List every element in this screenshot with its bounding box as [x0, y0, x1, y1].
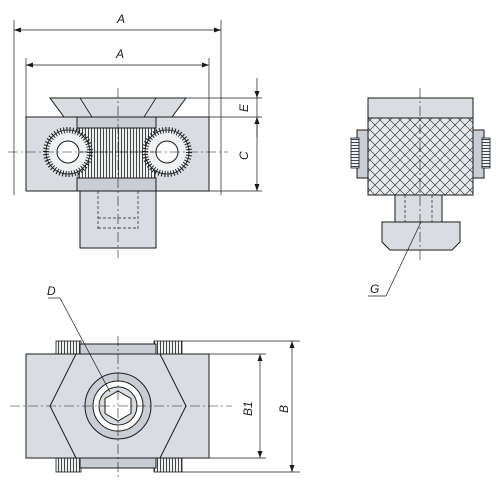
- side-knurl-left: [350, 137, 360, 169]
- side-section-view: G: [350, 88, 491, 297]
- side-top-plate: [367, 97, 474, 121]
- label-b: B: [277, 405, 291, 413]
- dimension-c: C: [209, 117, 262, 192]
- side-hatched-section: [367, 117, 474, 196]
- side-foot: [381, 221, 461, 251]
- side-stem: [394, 194, 443, 224]
- front-view: A A: [8, 12, 262, 258]
- dimension-a-inner: A: [25, 47, 210, 117]
- callout-g: G: [368, 221, 422, 297]
- label-c: C: [237, 151, 251, 160]
- knurl-bottom-left: [55, 457, 82, 473]
- label-d: D: [47, 284, 56, 298]
- knurl-bottom-right: [153, 457, 183, 473]
- callout-d: D: [47, 284, 111, 393]
- dimension-b1: B1: [209, 353, 266, 459]
- dimension-b: B: [182, 340, 300, 473]
- label-e: E: [237, 103, 251, 112]
- label-g: G: [370, 282, 379, 296]
- side-knurl-right: [481, 137, 491, 169]
- knurl-top-right: [153, 340, 183, 356]
- top-view: D B1 B: [10, 284, 300, 480]
- knurl-top-left: [55, 340, 82, 356]
- dimension-a-outer: A: [13, 12, 222, 195]
- label-b1: B1: [241, 401, 255, 416]
- label-a-inner: A: [115, 47, 124, 61]
- label-a-outer: A: [116, 12, 125, 26]
